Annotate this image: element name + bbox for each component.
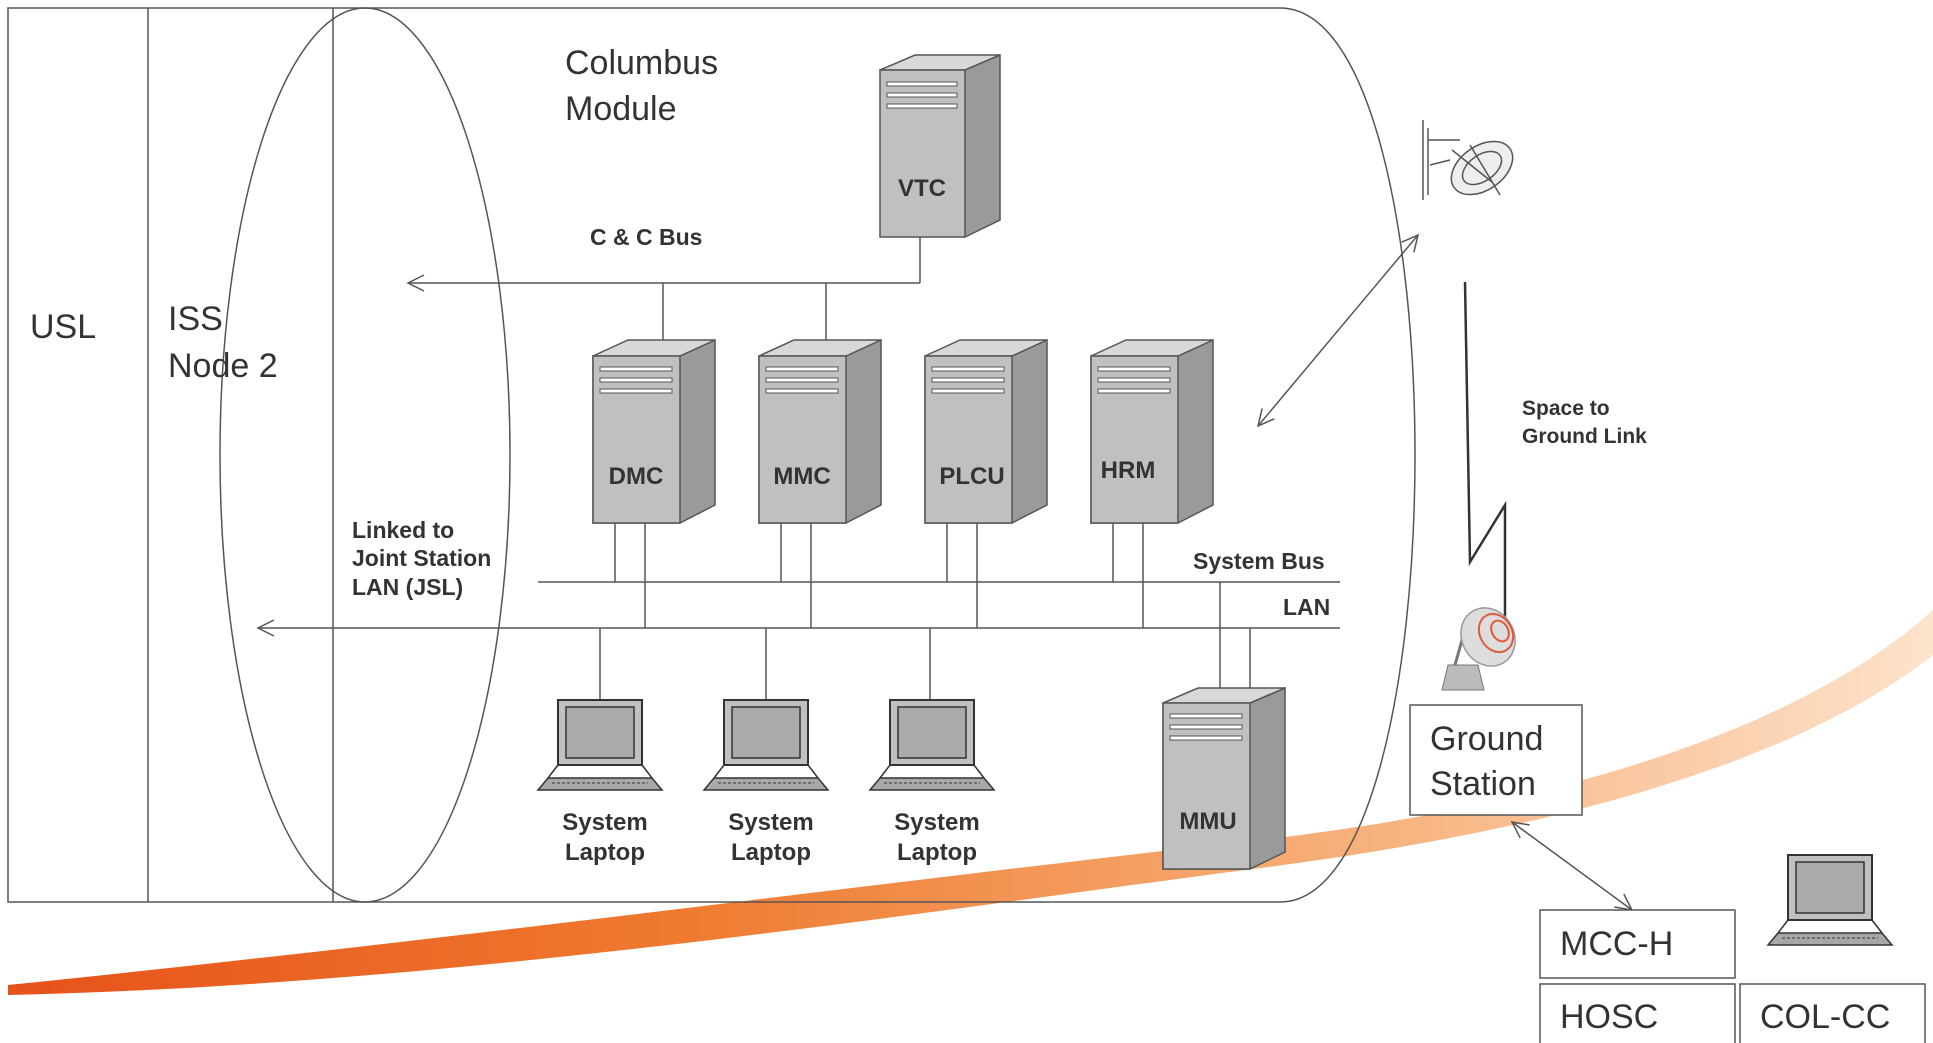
lan-label: LAN bbox=[1283, 594, 1330, 620]
laptop-2-label-line2: Laptop bbox=[731, 839, 811, 866]
mcch-box bbox=[1539, 909, 1736, 979]
ground-mcc-arrow bbox=[1510, 821, 1634, 911]
plcu-server: PLCU bbox=[924, 338, 1048, 524]
mmc-server: MMC bbox=[758, 338, 882, 524]
link-label-2: Ground Link bbox=[1522, 425, 1647, 448]
ground-station-box bbox=[1409, 704, 1583, 816]
space-link-arrow bbox=[1256, 233, 1420, 428]
module-outline bbox=[7, 7, 1416, 903]
satellite-icon bbox=[1422, 120, 1514, 200]
ground-station-label-2: Station bbox=[1430, 765, 1536, 803]
laptop-3-label-line2: Laptop bbox=[897, 839, 977, 866]
vtc-server: VTC bbox=[878, 54, 1001, 238]
colcc-box bbox=[1739, 983, 1926, 1043]
ground-antenna-icon bbox=[1441, 607, 1516, 691]
hosc-label: HOSC bbox=[1560, 998, 1658, 1036]
server-bus-connectors bbox=[599, 523, 1251, 700]
laptop-icon bbox=[536, 699, 664, 791]
link-label-1: Space to bbox=[1522, 397, 1610, 420]
dmc-server: DMC bbox=[592, 338, 716, 524]
module-title: Columbus bbox=[565, 44, 718, 82]
mcch-label: MCC-H bbox=[1560, 925, 1673, 963]
ground-station-label-1: Ground bbox=[1430, 720, 1543, 758]
usl-label: USL bbox=[30, 308, 96, 346]
system-bus-label: System Bus bbox=[1193, 548, 1325, 574]
node2-label: Node 2 bbox=[168, 347, 278, 385]
jsl-label-3: LAN (JSL) bbox=[352, 574, 463, 600]
dmc-label: DMC bbox=[609, 463, 664, 490]
vtc-label: VTC bbox=[898, 175, 946, 202]
lightning-link-icon bbox=[1463, 281, 1507, 620]
laptop-1-label-line1: System bbox=[562, 809, 647, 836]
laptop-icon bbox=[1766, 854, 1894, 946]
mmc-label: MMC bbox=[773, 463, 830, 490]
laptop-2-label-line1: System bbox=[728, 809, 813, 836]
colcc-label: COL-CC bbox=[1760, 998, 1890, 1036]
laptop-icon bbox=[868, 699, 996, 791]
jsl-label-2: Joint Station bbox=[352, 545, 491, 571]
mmu-server: MMU bbox=[1162, 686, 1286, 870]
laptop-icon bbox=[702, 699, 830, 791]
laptop-1-label-line2: Laptop bbox=[565, 839, 645, 866]
iss-label: ISS bbox=[168, 300, 223, 338]
mmu-label: MMU bbox=[1179, 808, 1236, 835]
node2-ellipse bbox=[219, 7, 511, 903]
laptop-3-label-line1: System bbox=[894, 809, 979, 836]
hrm-label: HRM bbox=[1101, 457, 1156, 484]
jsl-label-1: Linked to bbox=[352, 517, 454, 543]
hosc-box bbox=[1539, 983, 1736, 1043]
hrm-server: HRM bbox=[1090, 338, 1214, 524]
module-subtitle: Module bbox=[565, 90, 677, 128]
cc-bus-label: C & C Bus bbox=[590, 224, 702, 250]
plcu-label: PLCU bbox=[939, 463, 1004, 490]
